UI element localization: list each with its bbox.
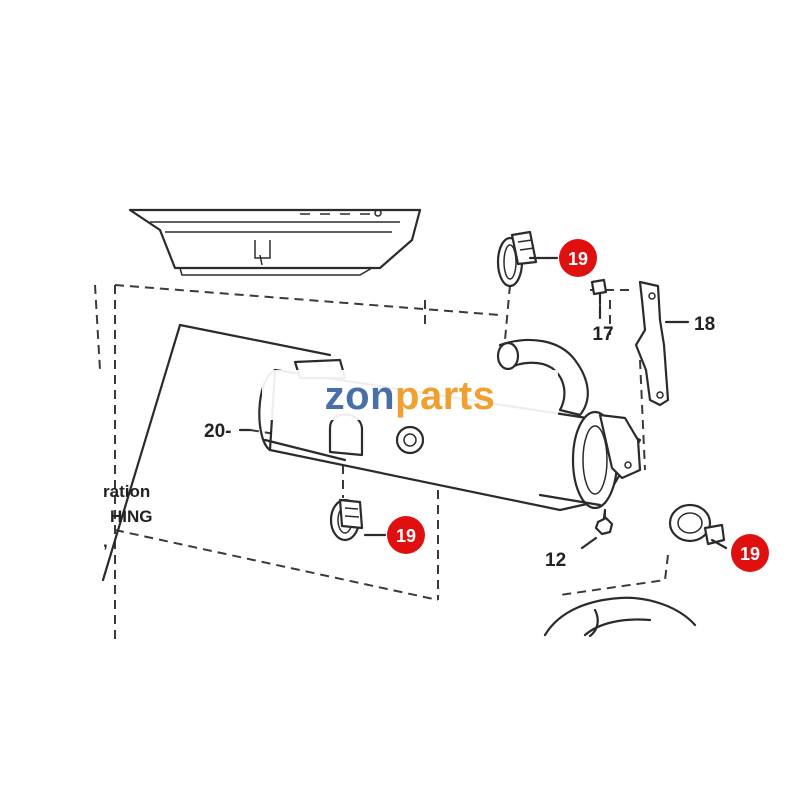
bottom-hose <box>543 596 697 638</box>
text-fragment-line2: HING <box>110 507 153 526</box>
muffler-side-plate <box>598 413 642 480</box>
svg-text:19: 19 <box>568 249 588 269</box>
watermark-part2: parts <box>395 374 495 418</box>
callout-label-muffler: 20- <box>204 421 231 442</box>
callout-label-nut: 12 <box>545 550 566 571</box>
svg-text:zonparts: zonparts <box>325 374 496 418</box>
watermark: zonparts <box>262 370 558 420</box>
hose-line <box>101 323 332 582</box>
nut <box>594 508 614 536</box>
callout-label-bolt: 17 <box>592 324 613 345</box>
callout-badge-19-right: 19 <box>731 534 769 572</box>
hose-clamp-middle <box>329 498 364 542</box>
callout-label-bracket: 18 <box>694 314 715 335</box>
text-fragment-line3: , <box>103 532 108 551</box>
svg-text:19: 19 <box>396 526 416 546</box>
bolt <box>590 278 608 306</box>
hose-clamp-right <box>668 503 726 546</box>
svg-text:19: 19 <box>740 544 760 564</box>
outlet-elbow-pipe <box>496 338 589 417</box>
hose-clamp-top <box>496 230 538 288</box>
engine-housing <box>128 208 422 276</box>
callout-badge-19-top: 19 <box>559 239 597 277</box>
text-fragment-line1: ration <box>103 482 150 501</box>
leader-lines <box>238 256 728 550</box>
watermark-part1: zon <box>325 374 395 418</box>
callout-badge-19-middle: 19 <box>387 516 425 554</box>
mounting-bracket <box>634 280 670 407</box>
